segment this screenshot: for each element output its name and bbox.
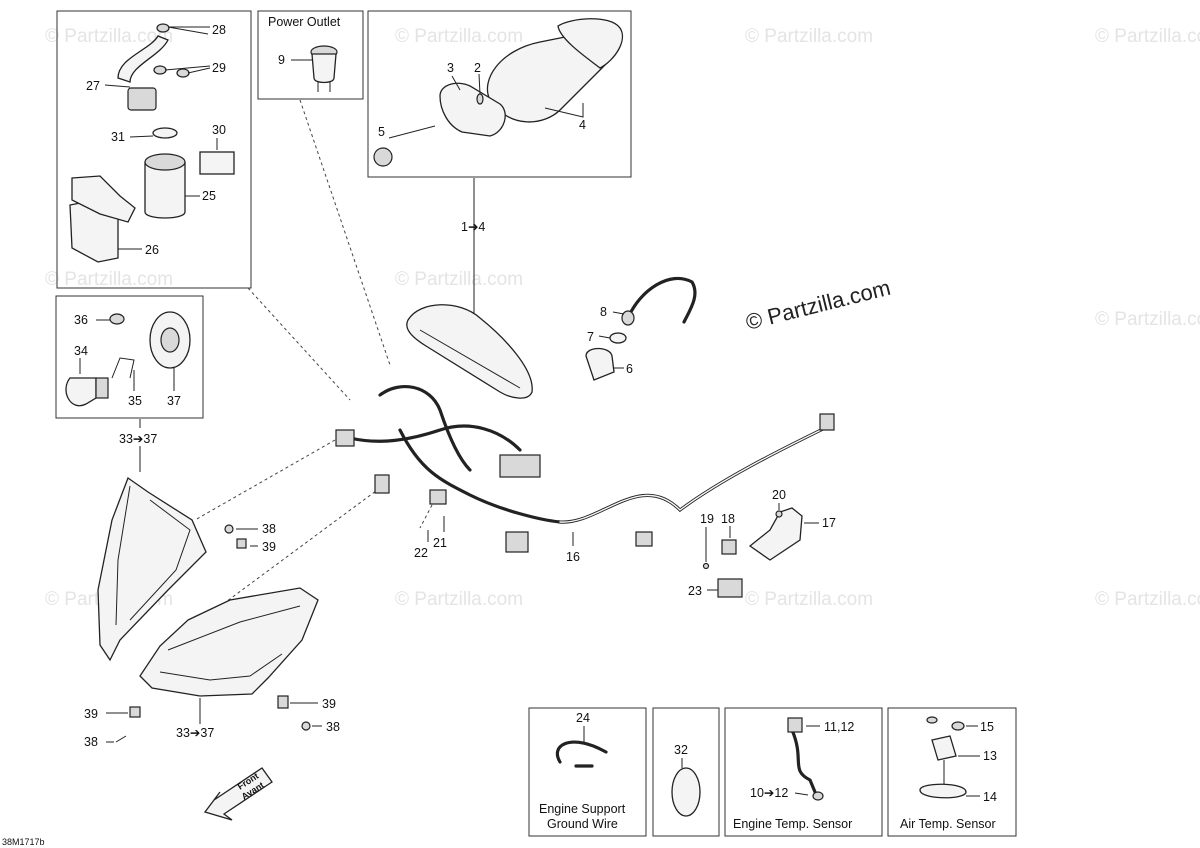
callout-26: 26	[145, 243, 159, 257]
power-outlet-title: Power Outlet	[268, 15, 341, 29]
callout-21: 21	[433, 536, 447, 550]
gauge-cluster-assembly	[406, 304, 533, 399]
watermark: © Partzilla.com	[1095, 26, 1200, 47]
callout-11-12: 11,12	[824, 720, 854, 734]
callout-33-to-37-upper: 33➔37	[119, 432, 157, 446]
callout-13: 13	[983, 749, 997, 763]
copyright-notice: © Partzilla.com	[743, 275, 893, 335]
watermark: © Partzilla.com	[1095, 309, 1200, 330]
callout-1-to-4: 1➔4	[461, 220, 485, 234]
callout-2: 2	[474, 61, 481, 75]
callout-20: 20	[772, 488, 786, 502]
watermark: © Partzilla.com	[395, 589, 523, 610]
callout-38-right: 38	[326, 720, 340, 734]
callout-5: 5	[378, 125, 385, 139]
ground-wire-title-line2: Ground Wire	[547, 817, 618, 831]
engine-temp-sensor-title: Engine Temp. Sensor	[733, 817, 852, 831]
callout-19: 19	[700, 512, 714, 526]
callout-36: 36	[74, 313, 88, 327]
front-direction-arrow: Front Avant	[203, 767, 273, 821]
callout-30: 30	[212, 123, 226, 137]
callout-box-clamp: 32	[652, 707, 720, 837]
callout-box-air-temp-sensor: 15 13 14 Air Temp. Sensor	[887, 707, 1017, 837]
callout-38-upper: 38	[262, 522, 276, 536]
callout-32: 32	[674, 743, 688, 757]
callout-box-starter-relay: 28 29 27 31 30 25 26	[56, 10, 252, 289]
callout-9: 9	[278, 53, 285, 67]
callout-39-upper: 39	[262, 540, 276, 554]
callout-16: 16	[566, 550, 580, 564]
callout-18: 18	[721, 512, 735, 526]
watermark: © Partzilla.com	[395, 269, 523, 290]
callout-31: 31	[111, 130, 125, 144]
watermark: © Partzilla.com	[745, 26, 873, 47]
callout-28: 28	[212, 23, 226, 37]
callout-8: 8	[600, 305, 607, 319]
callout-29: 29	[212, 61, 226, 75]
callout-15: 15	[980, 720, 994, 734]
watermark: © Partzilla.com	[45, 26, 173, 47]
headlight-lower	[139, 587, 319, 697]
watermark: © Partzilla.com	[745, 589, 873, 610]
callout-24: 24	[576, 711, 590, 725]
callout-39-left: 39	[84, 707, 98, 721]
callout-box-ground-wire: 24 Engine Support Ground Wire	[528, 707, 647, 837]
callout-39-right: 39	[322, 697, 336, 711]
callout-3: 3	[447, 61, 454, 75]
callout-box-engine-temp-sensor: 11,12 10➔12 Engine Temp. Sensor	[724, 707, 883, 837]
main-wiring-harness: 22 21 16	[335, 385, 835, 564]
callout-17: 17	[822, 516, 836, 530]
callout-14: 14	[983, 790, 997, 804]
dashed-guides	[194, 99, 433, 611]
callout-box-headlight-bulb: 36 34 35 37	[55, 295, 204, 419]
callout-34: 34	[74, 344, 88, 358]
watermark: © Partzilla.com	[45, 269, 173, 290]
callout-box-gauge: 3 2 5 4	[367, 10, 632, 178]
air-temp-sensor-title: Air Temp. Sensor	[900, 817, 996, 831]
callout-box-power-outlet: Power Outlet 9	[257, 10, 364, 100]
callout-38-left: 38	[84, 735, 98, 749]
callout-35: 35	[128, 394, 142, 408]
callout-33-to-37-lower: 33➔37	[176, 726, 214, 740]
callout-4: 4	[579, 118, 586, 132]
watermark: © Partzilla.com	[395, 26, 523, 47]
bracket-assembly: 19 18 20 17 23	[688, 488, 836, 598]
callout-25: 25	[202, 189, 216, 203]
switch-assembly: 8 7 6	[585, 276, 697, 381]
callout-10-to-12: 10➔12	[750, 786, 788, 800]
ground-wire-title-line1: Engine Support	[539, 802, 626, 816]
callout-7: 7	[587, 330, 594, 344]
callout-27: 27	[86, 79, 100, 93]
headlight-hardware: 38 39 39 38 39 38 33➔37	[84, 522, 340, 749]
callout-37: 37	[167, 394, 181, 408]
callout-23: 23	[688, 584, 702, 598]
drawing-code: 38M1717b	[2, 837, 45, 847]
watermark: © Partzilla.com	[1095, 589, 1200, 610]
callout-6: 6	[626, 362, 633, 376]
callout-22: 22	[414, 546, 428, 560]
headlight-upper	[97, 476, 207, 662]
